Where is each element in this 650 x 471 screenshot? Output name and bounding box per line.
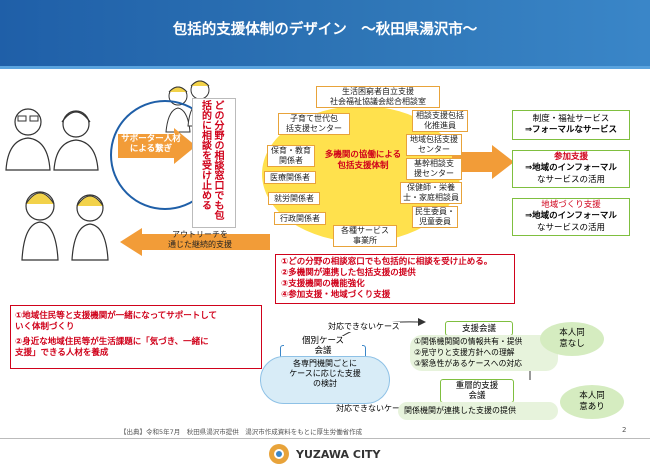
- right-box-community-line1: 地域づくり支援: [541, 200, 601, 211]
- box-seikatsu: 生活困窮者自立支援 社会福祉協議会総合相談室: [316, 86, 440, 108]
- bottom-left-line2: いく体制づくり: [15, 322, 75, 332]
- kobetsu-body: 各専門機関ごとに ケースに応じた支援 の検討: [289, 359, 361, 388]
- shien-body-bg: [410, 335, 558, 371]
- taiou-bottom: 対応できないケース: [336, 404, 408, 415]
- right-box-community: 地域づくり支援 ⇒地域のインフォーマル なサービスの活用: [512, 198, 630, 236]
- yuzawa-logo-icon: [269, 444, 289, 464]
- point-1: ①どの分野の相談窓口でも包括的に相談を受け止める。: [281, 257, 493, 267]
- consult-vertical-text: どの分野の相談窓口でも包括的に相談を受け止める: [199, 100, 224, 220]
- box-kakugi: 各種サービス 事業所: [333, 225, 397, 247]
- jusou-title: 重層的支援 会議: [440, 379, 514, 403]
- shien-title: 支援会議: [445, 321, 513, 336]
- footer-source: 【出典】令和5年7月 秋田県湯沢市提供 湯沢市作成資料をもとに厚生労働省作成: [120, 428, 363, 436]
- box-kikan-sodan: 基幹相談支 援センター: [406, 158, 462, 180]
- box-chiiki-houkatsu: 地域包括支援 センター: [406, 134, 462, 156]
- center-label: 多機関の協働による 包括支援体制: [324, 150, 402, 172]
- outreach-arrow: [120, 228, 270, 256]
- box-hoiku: 保育・教育 関係者: [267, 145, 315, 167]
- point-2: ②多機関が連携した包括支援の提供: [281, 268, 416, 278]
- residents-illustration: [5, 108, 109, 261]
- shien-item-3: ③緊急性があるケースへの対応: [414, 359, 522, 368]
- right-box-participation-line1: 参加支援: [553, 152, 588, 163]
- shien-item-2: ②見守りと支援方針への理解: [414, 348, 515, 357]
- kobetsu-title: 個別ケース 会議: [284, 336, 362, 357]
- taiou-top: 対応できないケース: [328, 322, 400, 333]
- point-4: ④参加支援・地域づくり支援: [281, 290, 391, 300]
- right-arrow: [452, 145, 514, 179]
- page-number: 2: [622, 426, 627, 434]
- box-kosodate: 子育て世代包 括支援センター: [278, 113, 350, 135]
- outreach-label: アウトリーチを 通じた継続的支援: [168, 230, 232, 249]
- page-title: 包括的支援体制のデザイン ～秋田県湯沢市～: [172, 22, 478, 38]
- logo-text: YUZAWA CITY: [296, 448, 381, 461]
- bubble-no-consent: 本人同 意なし: [540, 322, 604, 356]
- right-box-community-line2: ⇒地域のインフォーマル: [525, 211, 617, 222]
- vertical-text-box: [192, 98, 236, 228]
- box-gyosei: 行政関係者: [274, 212, 326, 225]
- points-box: [275, 254, 515, 304]
- kobetsu-body-ellipse: [260, 356, 390, 404]
- box-iryo: 医療関係者: [264, 171, 316, 184]
- box-sodan-shien: 相談支援包括 化推進員: [412, 110, 468, 132]
- bubble-consent: 本人同 意あり: [560, 385, 624, 419]
- jusou-body: 関係機関が連携した支援の提供: [404, 406, 516, 415]
- box-shuro: 就労関係者: [268, 192, 320, 205]
- bottom-left-line4: 支援」できる人材を養成: [15, 348, 109, 358]
- right-box-formal-line2: ⇒フォーマルなサービス: [524, 125, 618, 135]
- box-hogoshi: 保健師・栄養 士・家庭相談員: [400, 182, 462, 204]
- header-banner: [0, 0, 650, 66]
- right-box-participation-line2: ⇒地域のインフォーマル: [525, 163, 617, 174]
- box-minsei: 民生委員・ 児童委員: [412, 206, 458, 228]
- right-box-formal-line1: 制度・福祉サービス: [532, 113, 610, 124]
- right-box-participation: 参加支援 ⇒地域のインフォーマル なサービスの活用: [512, 150, 630, 188]
- bottom-left-line3: ②身近な地域住民等が生活課題に「気づき、一緒に: [15, 337, 209, 347]
- shien-item-1: ①関係機関間の情報共有・提供: [414, 337, 523, 346]
- bottom-left-line1: ①地域住民等と支援機関が一緒になってサポートして: [15, 311, 218, 321]
- bottom-left-box: [10, 305, 262, 369]
- right-box-formal: 制度・福祉サービス ⇒フォーマルなサービス: [512, 110, 630, 140]
- point-3: ③支援機関の機能強化: [281, 279, 365, 289]
- jusou-body-bg: [398, 402, 558, 420]
- right-box-participation-line3: なサービスの活用: [536, 174, 605, 185]
- header-stripe: [0, 66, 650, 69]
- footer-divider: [0, 438, 650, 439]
- right-box-community-line3: なサービスの活用: [536, 222, 605, 233]
